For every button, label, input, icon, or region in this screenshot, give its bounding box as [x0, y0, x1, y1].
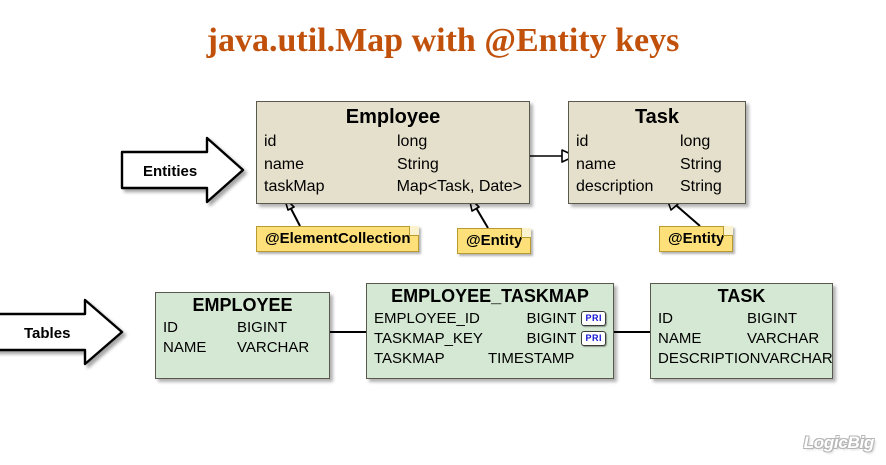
- column-type: BIGINT: [526, 329, 577, 347]
- table-title-employee-taskmap: EMPLOYEE_TASKMAP: [391, 286, 589, 306]
- entity-field-row: name String: [264, 154, 522, 177]
- column-name: NAME: [658, 329, 702, 347]
- table-row: NAME VARCHAR: [658, 329, 825, 349]
- table-row: TASKMAP_KEY BIGINT PRI: [374, 329, 606, 349]
- entity-title-employee: Employee: [345, 106, 441, 128]
- table-box-task: TASK ID BIGINT NAME VARCHAR DESCRIPTION …: [650, 283, 833, 379]
- table-box-employee-taskmap: EMPLOYEE_TASKMAP EMPLOYEE_ID BIGINT PRI …: [366, 283, 614, 379]
- entity-employee-leader-line: [471, 200, 489, 229]
- table-title-employee: EMPLOYEE: [192, 295, 293, 315]
- field-type: String: [680, 155, 722, 173]
- entity-title-task: Task: [634, 106, 680, 128]
- table-row: TASKMAP TIMESTAMP: [374, 349, 606, 369]
- logicbig-watermark: LogicBig: [803, 433, 875, 452]
- entity-field-row: taskMap Map<Task, Date>: [264, 176, 522, 199]
- field-name: name: [576, 155, 617, 173]
- field-type: String: [680, 178, 722, 196]
- column-name: EMPLOYEE_ID: [374, 309, 480, 327]
- table-row: DESCRIPTION VARCHAR: [658, 349, 833, 369]
- entity-box-task: Task id long name String description Str…: [568, 101, 746, 204]
- column-type: VARCHAR: [760, 349, 833, 367]
- table-title-task: TASK: [717, 286, 766, 306]
- primary-key-badge: PRI: [581, 311, 606, 327]
- primary-key-badge: PRI: [581, 331, 606, 347]
- field-name: id: [576, 133, 589, 150]
- field-name: id: [264, 133, 277, 150]
- table-row: ID BIGINT: [163, 318, 322, 338]
- column-name: DESCRIPTION: [658, 349, 761, 367]
- field-type: long: [680, 133, 711, 150]
- entity-field-list-task: id long name String description String: [569, 128, 745, 203]
- column-type: BIGINT: [747, 309, 798, 327]
- entity-field-row: name String: [576, 154, 738, 177]
- column-type: VARCHAR: [747, 329, 820, 347]
- table-row: NAME VARCHAR: [163, 338, 322, 358]
- column-type-group: BIGINT PRI: [526, 309, 606, 329]
- column-name: ID: [658, 309, 673, 327]
- column-name: TASKMAP_KEY: [374, 329, 483, 347]
- note-entity-employee: @Entity: [457, 228, 532, 254]
- column-type: BIGINT: [526, 309, 577, 327]
- tables-callout-label: Tables: [24, 325, 71, 342]
- column-type: TIMESTAMP: [488, 349, 575, 367]
- table-row: EMPLOYEE_ID BIGINT PRI: [374, 309, 606, 329]
- table-row: ID BIGINT: [658, 309, 825, 329]
- field-name: taskMap: [264, 178, 325, 196]
- field-type: String: [397, 155, 439, 173]
- note-element-collection: @ElementCollection: [256, 226, 420, 252]
- table-column-list-employee-taskmap: EMPLOYEE_ID BIGINT PRI TASKMAP_KEY BIGIN…: [367, 306, 613, 373]
- entity-field-row: id long: [264, 131, 522, 154]
- column-type: VARCHAR: [237, 338, 310, 356]
- page-title: java.util.Map with @Entity keys: [206, 22, 680, 59]
- table-column-list-task: ID BIGINT NAME VARCHAR DESCRIPTION VARCH…: [651, 306, 833, 373]
- field-type: long: [397, 133, 428, 150]
- column-type-group: BIGINT PRI: [526, 329, 606, 349]
- note-entity-task: @Entity: [659, 226, 734, 252]
- entity-field-list-employee: id long name String taskMap Map<Task, Da…: [257, 128, 529, 203]
- column-name: TASKMAP: [374, 349, 445, 367]
- table-column-list-employee: ID BIGINT NAME VARCHAR: [156, 315, 329, 362]
- entities-callout-label: Entities: [143, 163, 198, 180]
- field-name: name: [264, 155, 305, 173]
- column-type: BIGINT: [237, 318, 288, 336]
- column-name: ID: [163, 318, 178, 336]
- field-name: description: [576, 178, 654, 196]
- entity-box-employee: Employee id long name String taskMap Map…: [256, 101, 530, 204]
- entity-field-row: id long: [576, 131, 738, 154]
- elementcollection-leader-line: [286, 200, 301, 227]
- table-box-employee: EMPLOYEE ID BIGINT NAME VARCHAR: [155, 292, 330, 379]
- column-name: NAME: [163, 338, 207, 356]
- entity-field-row: description String: [576, 176, 738, 199]
- field-type: Map<Task, Date>: [396, 178, 522, 196]
